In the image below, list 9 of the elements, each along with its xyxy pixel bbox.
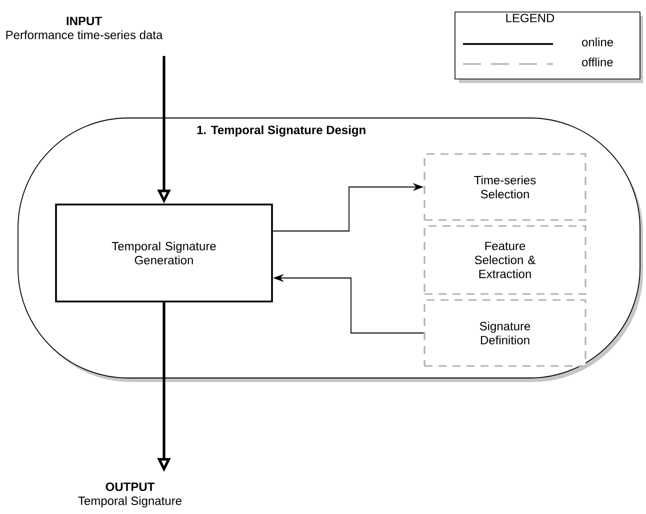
offline-step-box: Feature Selection & Extraction	[424, 225, 586, 295]
legend-label: offline	[582, 58, 613, 66]
terminal-label: OUTPUT Temporal Signature	[78, 482, 182, 508]
legend-title: LEGEND	[506, 14, 554, 22]
terminal-label: INPUT Performance time-series data	[6, 16, 163, 40]
process-box: Temporal Signature Generation	[55, 204, 273, 302]
offline-step-box: Signature Definition	[424, 299, 586, 367]
legend-label: online	[582, 38, 613, 46]
offline-step-box: Time-series Selection	[424, 153, 586, 221]
